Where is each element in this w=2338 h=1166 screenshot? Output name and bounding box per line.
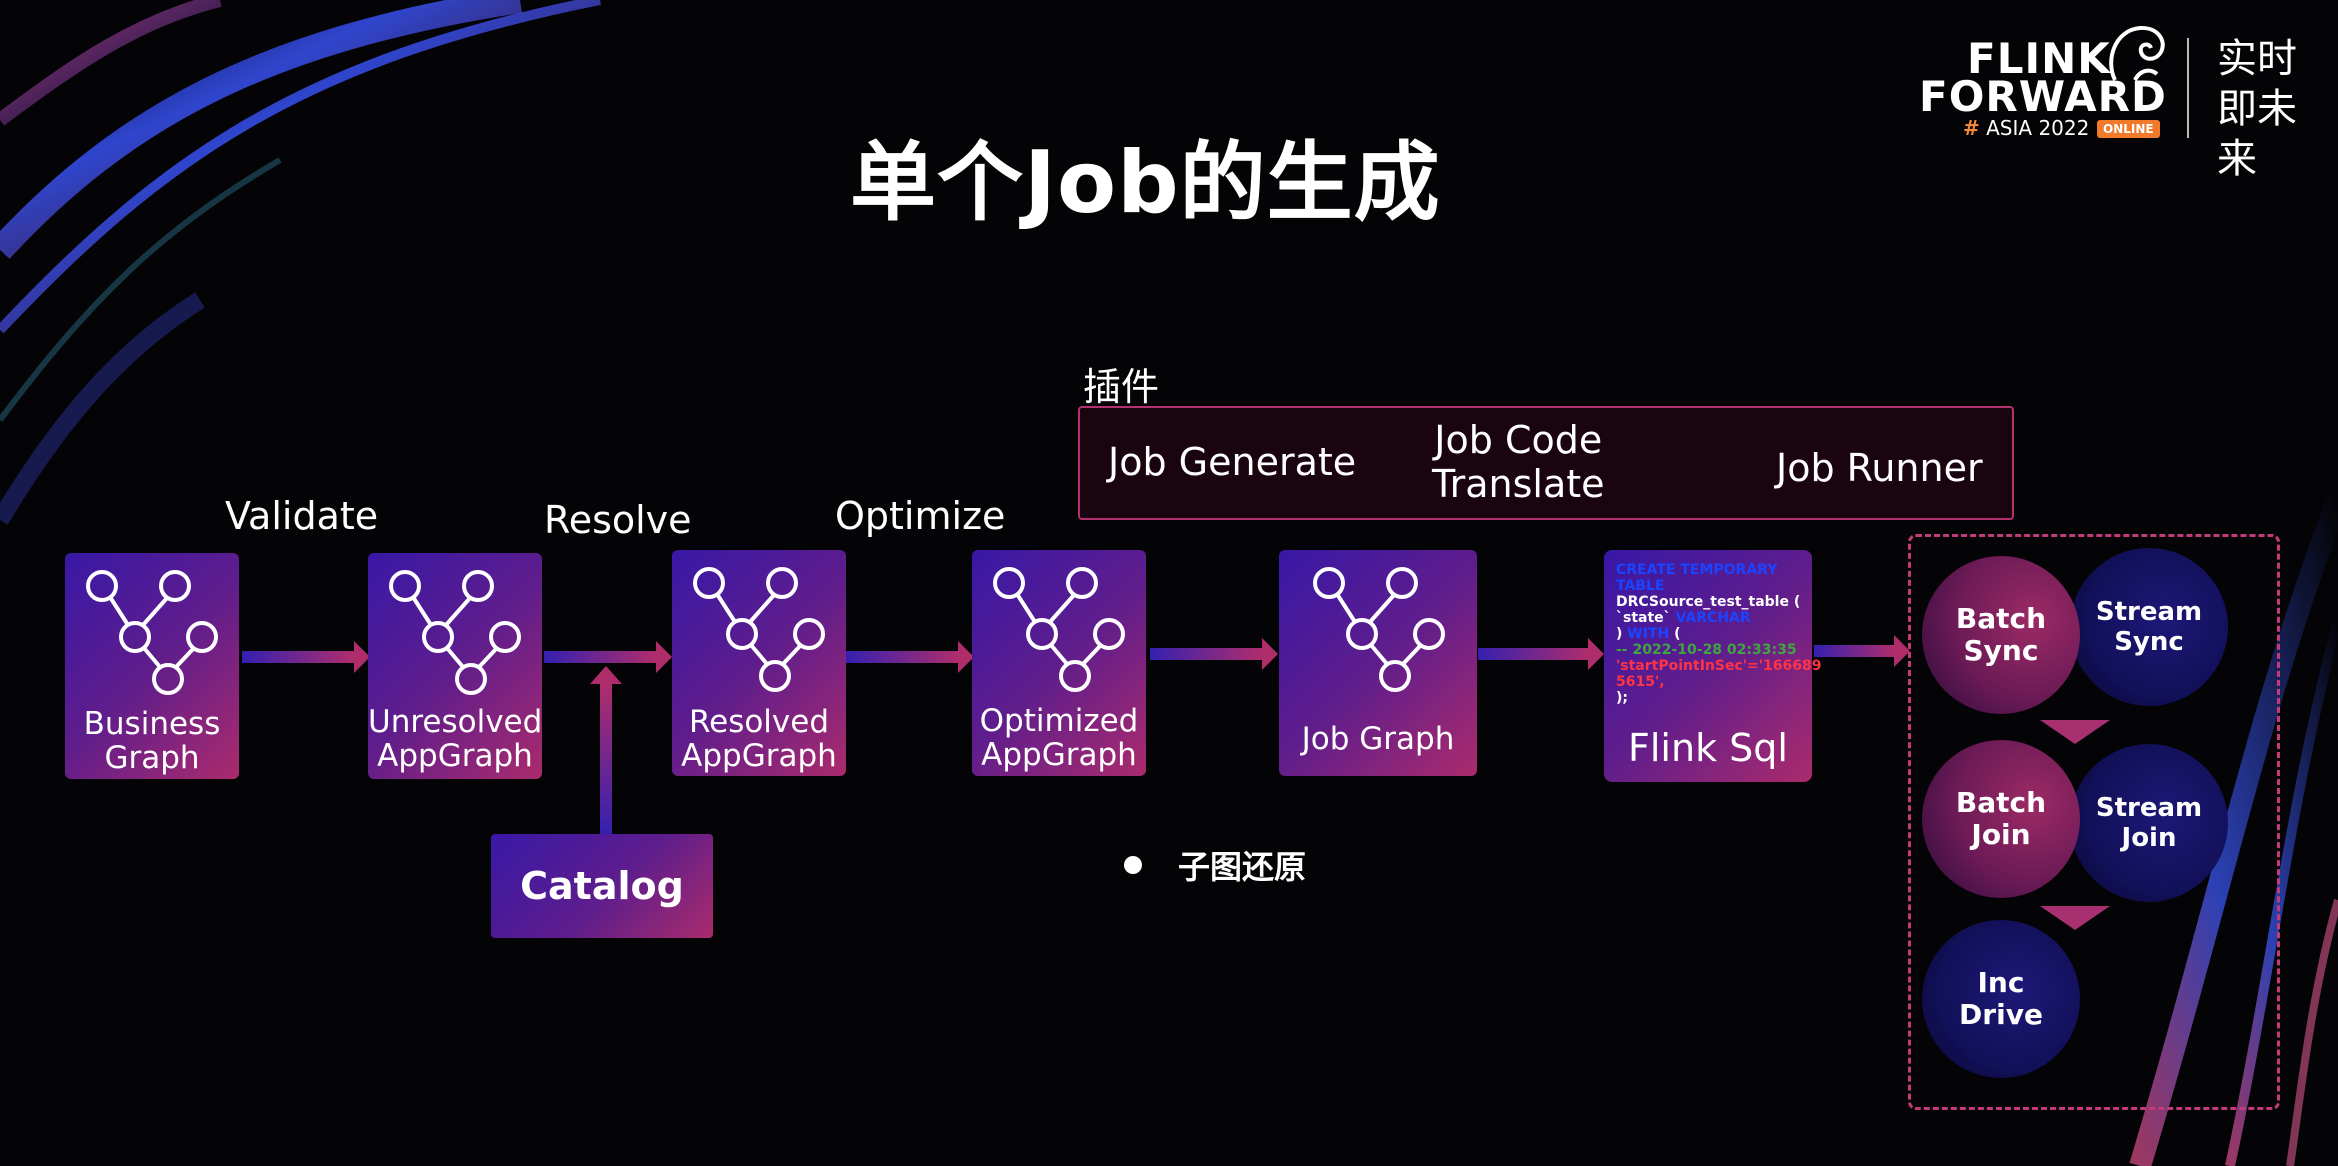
node-unresolved-appgraph-label: Unresolved AppGraph	[368, 704, 543, 774]
arrow-business-to-unresolved	[242, 641, 370, 673]
bullet-dot-icon	[1124, 856, 1142, 874]
plugin-box: Job Generate Job Code Translate Job Runn…	[1078, 406, 2014, 520]
node-flink-sql: CREATE TEMPORARY TABLE DRCSource_test_ta…	[1604, 550, 1822, 782]
node-resolved-appgraph-label: Resolved AppGraph	[681, 704, 837, 774]
bullet-text: 子图还原	[1178, 848, 1307, 886]
step-resolve: Resolve	[544, 498, 692, 542]
arrow-flinksql-to-runners	[1814, 635, 1910, 667]
logo-event: # ASIA 2022	[1963, 116, 2089, 140]
arrow-resolved-to-optimized	[846, 641, 974, 673]
plugin-job-generate: Job Generate	[1108, 440, 1357, 484]
node-optimized-appgraph-label: Optimized AppGraph	[979, 703, 1139, 773]
plugin-label: 插件	[1083, 365, 1160, 409]
node-job-graph: Job Graph	[1279, 550, 1477, 776]
node-flink-sql-label: Flink Sql	[1628, 726, 1788, 770]
arrow-sync-to-join	[2040, 720, 2110, 744]
runner-batch-sync: Batch Sync	[1922, 556, 2080, 714]
runner-stream-sync: Stream Sync	[2070, 548, 2228, 706]
logo-line1: FLINK	[1967, 34, 2111, 83]
arrow-optimized-to-jobgraph	[1150, 638, 1278, 670]
graph-icon	[993, 567, 1125, 692]
arrow-unresolved-to-resolved	[544, 641, 672, 673]
flink-forward-logo: FLINK FORWARD # ASIA 2022 ONLINE 实时即未来	[1915, 20, 2315, 182]
node-job-graph-label: Job Graph	[1301, 721, 1455, 757]
plugin-job-runner: Job Runner	[1776, 446, 1983, 490]
logo-hash: #	[1963, 116, 1980, 140]
runner-stream-join: Stream Join	[2070, 744, 2228, 902]
logo-divider	[2187, 38, 2189, 138]
graph-icon	[1313, 567, 1445, 692]
logo-slogan: 实时即未来	[2217, 36, 2297, 182]
logo-line2: FORWARD	[1919, 72, 2167, 121]
logo-badge: ONLINE	[2097, 120, 2160, 138]
arrow-join-to-inc	[2040, 906, 2110, 930]
graph-icon	[693, 567, 825, 692]
sql-code-snippet: CREATE TEMPORARY TABLE DRCSource_test_ta…	[1616, 562, 1822, 706]
node-catalog: Catalog	[491, 834, 713, 938]
node-business-graph-label: Business Graph	[83, 706, 221, 776]
runner-batch-join: Batch Join	[1922, 740, 2080, 898]
runner-group-box	[1908, 534, 2280, 1110]
node-resolved-appgraph: Resolved AppGraph	[672, 550, 846, 776]
arrow-catalog-up	[590, 666, 622, 834]
graph-icon	[389, 570, 521, 695]
bullet-subgraph-restore: 子图还原	[1124, 842, 1306, 888]
step-validate: Validate	[225, 494, 379, 538]
page-title: 单个Job的生成	[850, 133, 1441, 233]
plugin-job-code-translate: Job Code Translate	[1432, 418, 1605, 506]
node-business-graph: Business Graph	[65, 553, 239, 779]
squirrel-icon	[2109, 25, 2165, 82]
arrow-jobgraph-to-flinksql	[1478, 638, 1604, 670]
logo-event-text: ASIA 2022	[1986, 116, 2090, 140]
step-optimize: Optimize	[835, 494, 1006, 538]
node-optimized-appgraph: Optimized AppGraph	[972, 550, 1146, 776]
runner-inc-drive: Inc Drive	[1922, 920, 2080, 1078]
node-unresolved-appgraph: Unresolved AppGraph	[368, 553, 542, 779]
graph-icon	[86, 570, 218, 695]
